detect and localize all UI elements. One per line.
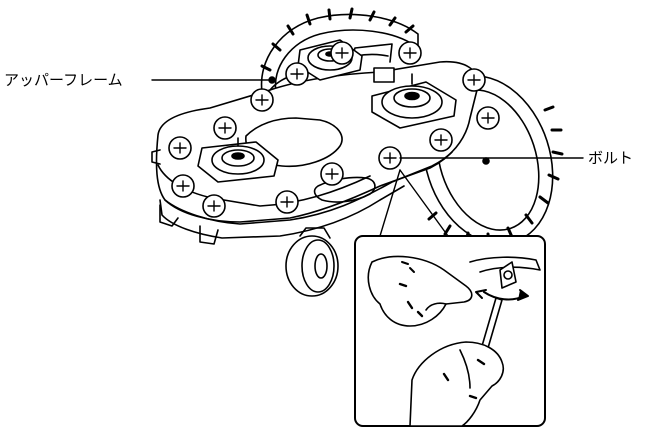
front-caster-wheel — [285, 227, 339, 297]
detail-inset — [354, 235, 546, 427]
leader-lines — [151, 76, 584, 237]
bolt-markers — [168, 41, 500, 218]
motor-front-left — [197, 137, 279, 183]
left-brackets — [151, 149, 219, 245]
motor-rear-right — [371, 73, 457, 129]
rear-left-wheel — [260, 7, 419, 93]
upper-frame-label: アッパーフレーム — [4, 71, 123, 89]
bolt-label: ボルト — [588, 149, 634, 167]
